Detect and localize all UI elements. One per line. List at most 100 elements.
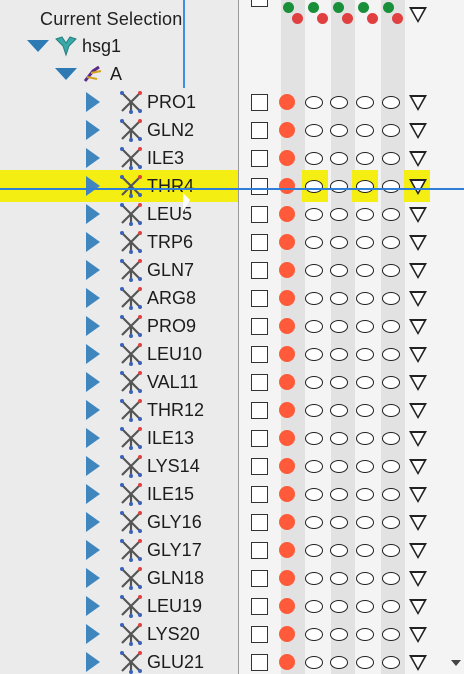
residue-row[interactable]: GLN7 bbox=[86, 256, 194, 284]
expand-triangle[interactable] bbox=[409, 599, 427, 615]
residue-row[interactable]: ILE13 bbox=[86, 424, 194, 452]
expand-triangle[interactable] bbox=[409, 319, 427, 335]
label-toggle[interactable] bbox=[382, 516, 400, 529]
display-dot[interactable] bbox=[279, 290, 295, 306]
atom-toggle[interactable] bbox=[330, 460, 348, 473]
atom-toggle[interactable] bbox=[330, 208, 348, 221]
expand-arrow-icon[interactable] bbox=[86, 596, 100, 616]
expand-arrow-icon[interactable] bbox=[86, 204, 100, 224]
surface-toggle[interactable] bbox=[356, 404, 374, 417]
tree-node-chain[interactable]: A bbox=[55, 60, 122, 88]
select-checkbox[interactable] bbox=[251, 94, 268, 111]
atom-toggle[interactable] bbox=[330, 292, 348, 305]
select-checkbox[interactable] bbox=[251, 570, 268, 587]
residue-row[interactable]: THR12 bbox=[86, 396, 204, 424]
select-checkbox[interactable] bbox=[251, 458, 268, 475]
residue-row[interactable]: GLY17 bbox=[86, 536, 202, 564]
atom-toggle[interactable] bbox=[330, 152, 348, 165]
select-checkbox[interactable] bbox=[251, 346, 268, 363]
residue-row[interactable]: GLN2 bbox=[86, 116, 194, 144]
ribbon-toggle[interactable] bbox=[305, 180, 323, 193]
display-dot[interactable] bbox=[279, 178, 295, 194]
atom-toggle[interactable] bbox=[330, 432, 348, 445]
select-checkbox[interactable] bbox=[251, 318, 268, 335]
expand-triangle[interactable] bbox=[409, 375, 427, 391]
residue-row[interactable]: GLN18 bbox=[86, 564, 204, 592]
surface-toggle[interactable] bbox=[356, 236, 374, 249]
display-dot[interactable] bbox=[279, 626, 295, 642]
residue-row[interactable]: ARG8 bbox=[86, 284, 196, 312]
select-checkbox[interactable] bbox=[251, 178, 268, 195]
display-dot[interactable] bbox=[279, 570, 295, 586]
atom-toggle[interactable] bbox=[330, 488, 348, 501]
residue-row[interactable]: VAL11 bbox=[86, 368, 198, 396]
expand-arrow-icon[interactable] bbox=[86, 568, 100, 588]
surface-toggle[interactable] bbox=[356, 376, 374, 389]
select-checkbox[interactable] bbox=[251, 150, 268, 167]
residue-row[interactable]: GLY16 bbox=[86, 508, 202, 536]
ribbon-toggle[interactable] bbox=[305, 96, 323, 109]
atom-toggle[interactable] bbox=[330, 516, 348, 529]
label-toggle[interactable] bbox=[382, 124, 400, 137]
ribbon-toggle[interactable] bbox=[305, 124, 323, 137]
display-dot[interactable] bbox=[279, 542, 295, 558]
surface-toggle[interactable] bbox=[356, 180, 374, 193]
expand-arrow-icon[interactable] bbox=[86, 148, 100, 168]
expand-arrow-icon[interactable] bbox=[86, 484, 100, 504]
display-dot[interactable] bbox=[279, 122, 295, 138]
scroll-down-icon[interactable] bbox=[451, 660, 461, 666]
expand-triangle[interactable] bbox=[409, 571, 427, 587]
display-dot[interactable] bbox=[279, 346, 295, 362]
expand-arrow-icon[interactable] bbox=[86, 344, 100, 364]
select-checkbox[interactable] bbox=[251, 290, 268, 307]
atom-toggle[interactable] bbox=[330, 124, 348, 137]
expand-arrow-icon[interactable] bbox=[55, 68, 77, 80]
expand-arrow-icon[interactable] bbox=[86, 316, 100, 336]
surface-toggle[interactable] bbox=[356, 516, 374, 529]
atom-toggle[interactable] bbox=[330, 320, 348, 333]
ribbon-toggle[interactable] bbox=[305, 460, 323, 473]
ribbon-toggle[interactable] bbox=[305, 404, 323, 417]
expand-arrow-icon[interactable] bbox=[86, 120, 100, 140]
atom-toggle[interactable] bbox=[330, 544, 348, 557]
expand-triangle[interactable] bbox=[409, 655, 427, 671]
ribbon-toggle[interactable] bbox=[305, 432, 323, 445]
residue-row[interactable]: LYS20 bbox=[86, 620, 200, 648]
label-toggle[interactable] bbox=[382, 432, 400, 445]
header-checkbox[interactable] bbox=[251, 0, 268, 7]
expand-triangle[interactable] bbox=[409, 263, 427, 279]
residue-row[interactable]: LEU10 bbox=[86, 340, 202, 368]
select-checkbox[interactable] bbox=[251, 598, 268, 615]
display-dot[interactable] bbox=[279, 598, 295, 614]
atom-toggle[interactable] bbox=[330, 236, 348, 249]
surface-toggle[interactable] bbox=[356, 572, 374, 585]
label-toggle[interactable] bbox=[382, 404, 400, 417]
label-toggle[interactable] bbox=[382, 656, 400, 669]
ribbon-toggle[interactable] bbox=[305, 208, 323, 221]
label-toggle[interactable] bbox=[382, 628, 400, 641]
surface-toggle[interactable] bbox=[356, 124, 374, 137]
display-dot[interactable] bbox=[279, 374, 295, 390]
expand-arrow-icon[interactable] bbox=[86, 456, 100, 476]
label-toggle[interactable] bbox=[382, 348, 400, 361]
expand-triangle[interactable] bbox=[409, 123, 427, 139]
ribbon-toggle[interactable] bbox=[305, 152, 323, 165]
expand-triangle[interactable] bbox=[409, 207, 427, 223]
display-dot[interactable] bbox=[279, 234, 295, 250]
display-dot[interactable] bbox=[279, 94, 295, 110]
surface-toggle[interactable] bbox=[356, 152, 374, 165]
expand-arrow-icon[interactable] bbox=[86, 260, 100, 280]
ribbon-toggle[interactable] bbox=[305, 376, 323, 389]
display-dot[interactable] bbox=[279, 654, 295, 670]
surface-toggle[interactable] bbox=[356, 292, 374, 305]
label-toggle[interactable] bbox=[382, 292, 400, 305]
surface-toggle[interactable] bbox=[356, 96, 374, 109]
expand-arrow-icon[interactable] bbox=[86, 400, 100, 420]
label-toggle[interactable] bbox=[382, 572, 400, 585]
label-toggle[interactable] bbox=[382, 320, 400, 333]
expand-triangle[interactable] bbox=[409, 151, 427, 167]
ribbon-toggle[interactable] bbox=[305, 292, 323, 305]
atom-toggle[interactable] bbox=[330, 348, 348, 361]
expand-triangle[interactable] bbox=[409, 515, 427, 531]
surface-toggle[interactable] bbox=[356, 348, 374, 361]
